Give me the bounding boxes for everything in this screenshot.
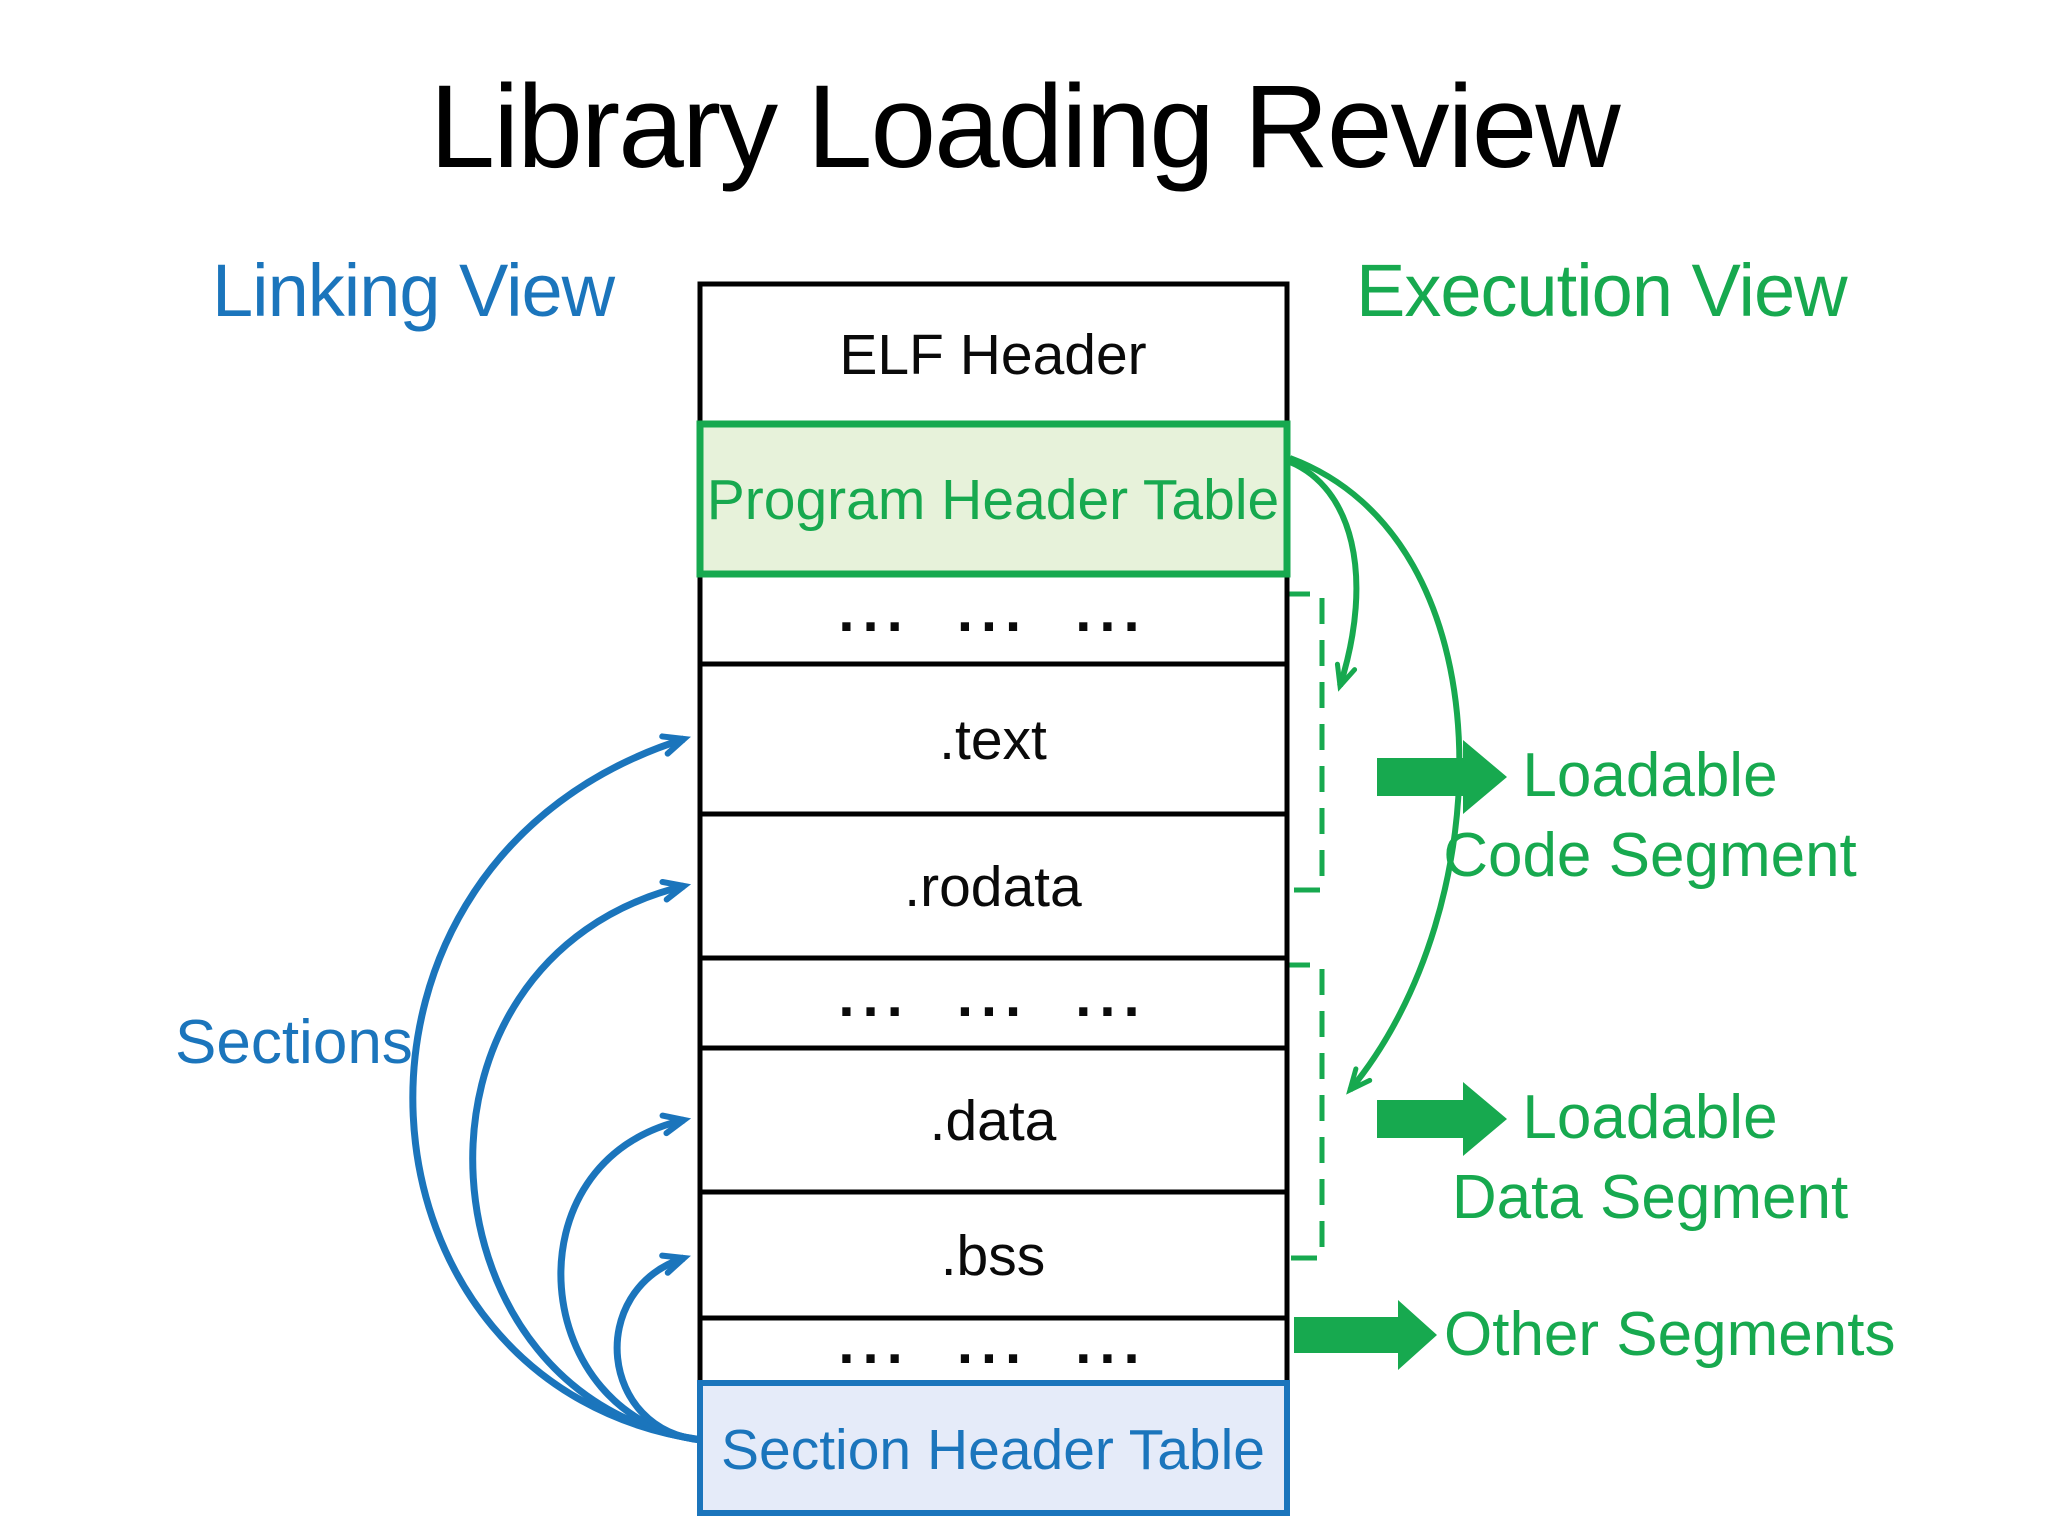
other-segments-arrow-icon	[1294, 1300, 1437, 1370]
section-arrow-to-rodata	[469, 879, 703, 1444]
section-arrow-to-bss	[613, 1252, 703, 1444]
loadable-data-line1: Loadable	[1522, 1083, 1778, 1152]
row-label-rodata-section: .rodata	[904, 855, 1082, 919]
other-segments-label: Other Segments	[1444, 1300, 1896, 1369]
loadable-code-arrow-icon	[1377, 740, 1507, 814]
sections-label: Sections	[175, 1008, 413, 1077]
loadable-code-line1: Loadable	[1522, 741, 1778, 810]
loadable-data-line2: Data Segment	[1451, 1163, 1849, 1232]
row-label-dots-3: ... ... ...	[838, 1311, 1147, 1376]
code-segment-bracket	[1284, 591, 1325, 893]
data-segment-bracket	[1284, 962, 1325, 1261]
row-label-dots-2: ... ... ...	[838, 964, 1147, 1029]
linking-view-label: Linking View	[212, 249, 615, 332]
phdr-arrow-to-data-segment	[1288, 455, 1463, 1095]
phdr-arrow-to-code-segment	[1288, 459, 1360, 692]
row-label-text-section: .text	[939, 708, 1047, 772]
row-label-bss-section: .bss	[941, 1224, 1046, 1288]
row-label-data-section: .data	[930, 1089, 1057, 1153]
section-arrow-to-data	[557, 1112, 703, 1444]
row-label-section-header-table: Section Header Table	[721, 1418, 1265, 1482]
loadable-code-segment-label: Loadable Code Segment	[1420, 736, 1880, 896]
page-title: Library Loading Review	[429, 61, 1620, 193]
section-header-table-box	[697, 1380, 1290, 1516]
row-label-program-header-table: Program Header Table	[707, 468, 1279, 532]
row-label-dots-1: ... ... ...	[838, 579, 1147, 644]
section-arrow-to-text	[409, 733, 703, 1444]
loadable-data-arrow-icon	[1377, 1082, 1507, 1156]
program-header-table-box	[696, 420, 1291, 578]
row-label-elf-header: ELF Header	[839, 323, 1146, 387]
loadable-data-segment-label: Loadable Data Segment	[1420, 1078, 1880, 1238]
loadable-code-line2: Code Segment	[1443, 821, 1857, 890]
execution-view-label: Execution View	[1356, 249, 1848, 332]
